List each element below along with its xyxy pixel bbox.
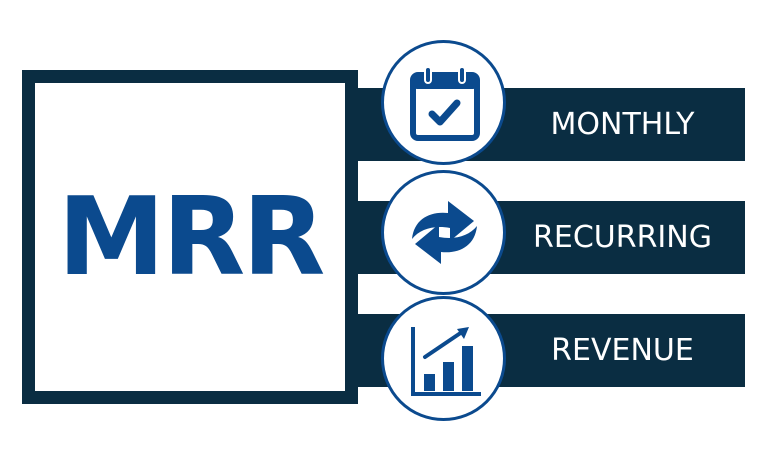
acronym-box: MRR — [22, 70, 358, 404]
bar-chart-growth-icon — [411, 327, 481, 396]
band-label-revenue: REVENUE — [551, 333, 694, 368]
calendar-check-icon — [410, 66, 480, 141]
icon-circle-revenue — [381, 296, 506, 421]
acronym-title: MRR — [57, 174, 326, 300]
band-label-monthly: MONTHLY — [550, 107, 695, 142]
band-label-recurring: RECURRING — [533, 220, 712, 255]
refresh-arrows-icon — [412, 201, 477, 264]
icon-circle-recurring — [381, 170, 506, 295]
icon-circle-monthly — [381, 40, 506, 165]
